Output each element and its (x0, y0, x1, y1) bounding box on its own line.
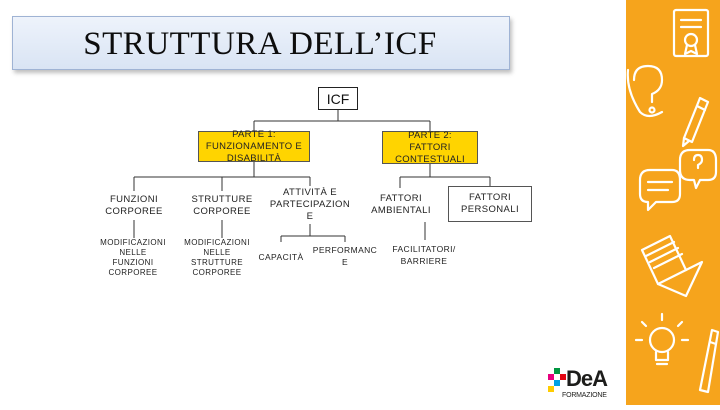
pencil-icon (681, 96, 710, 148)
capacita-node: CAPACITÀ (258, 252, 304, 262)
logo-subtext: FORMAZIONE (562, 392, 607, 399)
dea-formazione-logo: DeA FORMAZIONE (546, 366, 622, 402)
title-box (12, 16, 510, 70)
funzioni-corporee-node: FUNZIONI CORPOREE (105, 193, 163, 217)
icf-root-node: ICF (318, 87, 358, 110)
connector-lines (133, 110, 491, 242)
logo-mark-icon (548, 368, 566, 392)
question-mark-icon (626, 64, 664, 118)
part2-node: PARTE 2: FATTORI CONTESTUALI (382, 130, 478, 165)
slide-title: STRUTTURA DELL’ICF (83, 26, 437, 62)
logo-text: DeA (566, 366, 608, 391)
modificazioni-funzioni-node: MODIFICAZIONI NELLE FUNZIONI CORPOREE (100, 238, 166, 277)
speech-bubble-question-icon (638, 148, 718, 212)
pen-icon (698, 328, 720, 394)
certificate-icon (672, 8, 710, 58)
fattori-ambientali-node: FATTORI AMBIENTALI (371, 193, 431, 216)
modificazioni-strutture-node: MODIFICAZIONI NELLE STRUTTURE CORPOREE (184, 238, 250, 277)
facilitatori-barriere-node: FACILITATORI/ BARRIERE (392, 244, 456, 266)
attivita-partecipazione-node: ATTIVITÀ E PARTECIPAZION E (269, 187, 351, 222)
performance-node: PERFORMANC E (312, 245, 378, 267)
documents-icon (640, 234, 704, 298)
part1-node: PARTE 1: FUNZIONAMENTO E DISABILITÀ (198, 129, 310, 164)
decorative-sidebar (626, 0, 720, 405)
fattori-personali-node: FATTORI PERSONALI (448, 186, 532, 222)
lightbulb-icon (634, 312, 690, 366)
strutture-corporee-node: STRUTTURE CORPOREE (191, 193, 253, 217)
